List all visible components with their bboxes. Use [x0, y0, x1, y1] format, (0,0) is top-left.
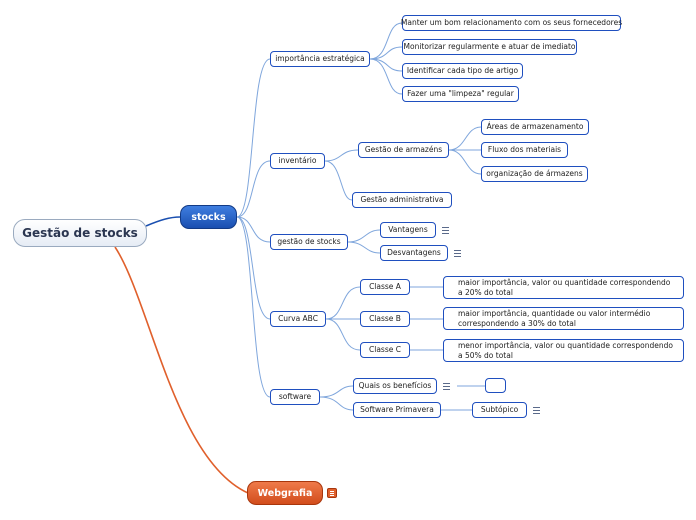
- topic-curva-abc[interactable]: Curva ABC: [270, 311, 326, 327]
- subtopic-vantagens-label: Vantagens: [388, 225, 428, 235]
- link-stocks-importancia: [236, 58, 271, 218]
- topic-software-label: software: [278, 392, 312, 402]
- subtopic-areas-label: Áreas de armazenamento: [486, 122, 584, 132]
- beneficios-note-icon[interactable]: [443, 383, 450, 390]
- link-root-webgrafia: [114, 246, 249, 494]
- link-abc-a: [325, 286, 361, 320]
- stocks-label: stocks: [191, 211, 226, 223]
- subtopic-subtopico-label: Subtópico: [480, 405, 519, 415]
- subtopic-areas-armazenamento[interactable]: Áreas de armazenamento: [481, 119, 589, 135]
- subtopic-imp-3[interactable]: Identificar cada tipo de artigo: [402, 63, 523, 79]
- subtopic-desvantagens-label: Desvantagens: [387, 248, 441, 258]
- subtopic-imp-1[interactable]: Manter um bom relacionamento com os seus…: [400, 15, 623, 31]
- subtopic-imp-1-label: Manter um bom relacionamento com os seus…: [400, 18, 623, 28]
- root-label: Gestão de stocks: [22, 226, 138, 240]
- link-gs-desv: [347, 241, 381, 254]
- link-stocks-gestao: [236, 216, 271, 243]
- subtopic-imp-4[interactable]: Fazer uma "limpeza" regular: [402, 86, 519, 102]
- link-imp-2: [369, 46, 403, 60]
- link-abc-c: [325, 318, 361, 351]
- subtopic-imp-3-label: Identificar cada tipo de artigo: [406, 66, 519, 76]
- link-inv-admin: [324, 160, 353, 201]
- root-topic[interactable]: Gestão de stocks: [13, 219, 147, 247]
- link-imp-3: [369, 58, 403, 72]
- webgrafia-note-icon[interactable]: [327, 488, 337, 498]
- classe-a-desc-text: maior importância, valor ou quantidade c…: [458, 278, 671, 297]
- subtopic-classe-c[interactable]: Classe C: [360, 342, 410, 358]
- subtopic-software-primavera[interactable]: Software Primavera: [353, 402, 441, 418]
- classe-b-label: Classe B: [369, 314, 401, 324]
- classe-c-desc-text: menor importância, valor ou quantidade c…: [458, 341, 674, 360]
- classe-b-desc-text: maior importância, quantidade ou valor i…: [458, 309, 651, 328]
- subtopic-vantagens[interactable]: Vantagens: [380, 222, 436, 238]
- link-imp-4: [369, 58, 403, 95]
- subtopic-classe-a[interactable]: Classe A: [360, 279, 410, 295]
- subtopic-subtopico[interactable]: Subtópico: [472, 402, 527, 418]
- desvantagens-note-icon[interactable]: [454, 250, 461, 257]
- webgrafia-label: Webgrafia: [257, 487, 313, 499]
- subtopico-note-icon[interactable]: [533, 407, 540, 414]
- topic-importancia-label: importância estratégica: [275, 54, 365, 64]
- topic-inventario[interactable]: inventário: [270, 153, 325, 169]
- topic-importancia[interactable]: importância estratégica: [270, 51, 370, 67]
- link-stocks-abc: [236, 216, 271, 320]
- topic-inventario-label: inventário: [278, 156, 317, 166]
- link-stocks-inventario: [236, 160, 271, 218]
- link-arm-1: [448, 126, 482, 151]
- subtopic-admin-label: Gestão administrativa: [360, 195, 444, 205]
- link-inv-armazens: [324, 149, 359, 162]
- subtopic-imp-2-label: Monitorizar regularmente e atuar de imed…: [403, 42, 576, 52]
- webgrafia-topic[interactable]: Webgrafia: [247, 481, 323, 505]
- stocks-topic[interactable]: stocks: [180, 205, 237, 229]
- subtopic-empty-child[interactable]: [485, 378, 506, 393]
- subtopic-gestao-administrativa[interactable]: Gestão administrativa: [352, 192, 452, 208]
- subtopic-organizacao-armazens[interactable]: organização de ármazens: [481, 166, 588, 182]
- classe-c-label: Classe C: [369, 345, 401, 355]
- link-sw-ben: [319, 385, 354, 398]
- subtopic-organizacao-label: organização de ármazens: [486, 169, 583, 179]
- classe-c-description[interactable]: menor importância, valor ou quantidade c…: [443, 339, 684, 362]
- classe-a-description[interactable]: maior importância, valor ou quantidade c…: [443, 276, 684, 299]
- topic-gestao-stocks[interactable]: gestão de stocks: [270, 234, 348, 250]
- subtopic-quais-beneficios[interactable]: Quais os benefícios: [353, 378, 437, 394]
- classe-b-description[interactable]: maior importância, quantidade ou valor i…: [443, 307, 684, 330]
- subtopic-beneficios-label: Quais os benefícios: [358, 381, 432, 391]
- subtopic-desvantagens[interactable]: Desvantagens: [380, 245, 448, 261]
- subtopic-imp-2[interactable]: Monitorizar regularmente e atuar de imed…: [402, 39, 577, 55]
- subtopic-gestao-armazens[interactable]: Gestão de armazéns: [358, 142, 449, 158]
- link-imp-1: [369, 22, 403, 60]
- link-arm-3: [448, 149, 482, 175]
- subtopic-gestao-armazens-label: Gestão de armazéns: [364, 145, 443, 155]
- link-stocks-software: [236, 216, 271, 398]
- subtopic-classe-b[interactable]: Classe B: [360, 311, 410, 327]
- classe-a-label: Classe A: [369, 282, 401, 292]
- subtopic-imp-4-label: Fazer uma "limpeza" regular: [407, 89, 514, 99]
- topic-gestao-stocks-label: gestão de stocks: [277, 237, 341, 247]
- topic-curva-abc-label: Curva ABC: [278, 314, 318, 324]
- link-sw-prim: [319, 396, 354, 411]
- subtopic-primavera-label: Software Primavera: [360, 405, 434, 415]
- subtopic-fluxo-label: Fluxo dos materiais: [487, 145, 562, 155]
- topic-software[interactable]: software: [270, 389, 320, 405]
- subtopic-fluxo-materiais[interactable]: Fluxo dos materiais: [481, 142, 568, 158]
- vantagens-note-icon[interactable]: [442, 227, 449, 234]
- link-root-stocks: [145, 216, 181, 227]
- link-gs-vant: [347, 229, 381, 243]
